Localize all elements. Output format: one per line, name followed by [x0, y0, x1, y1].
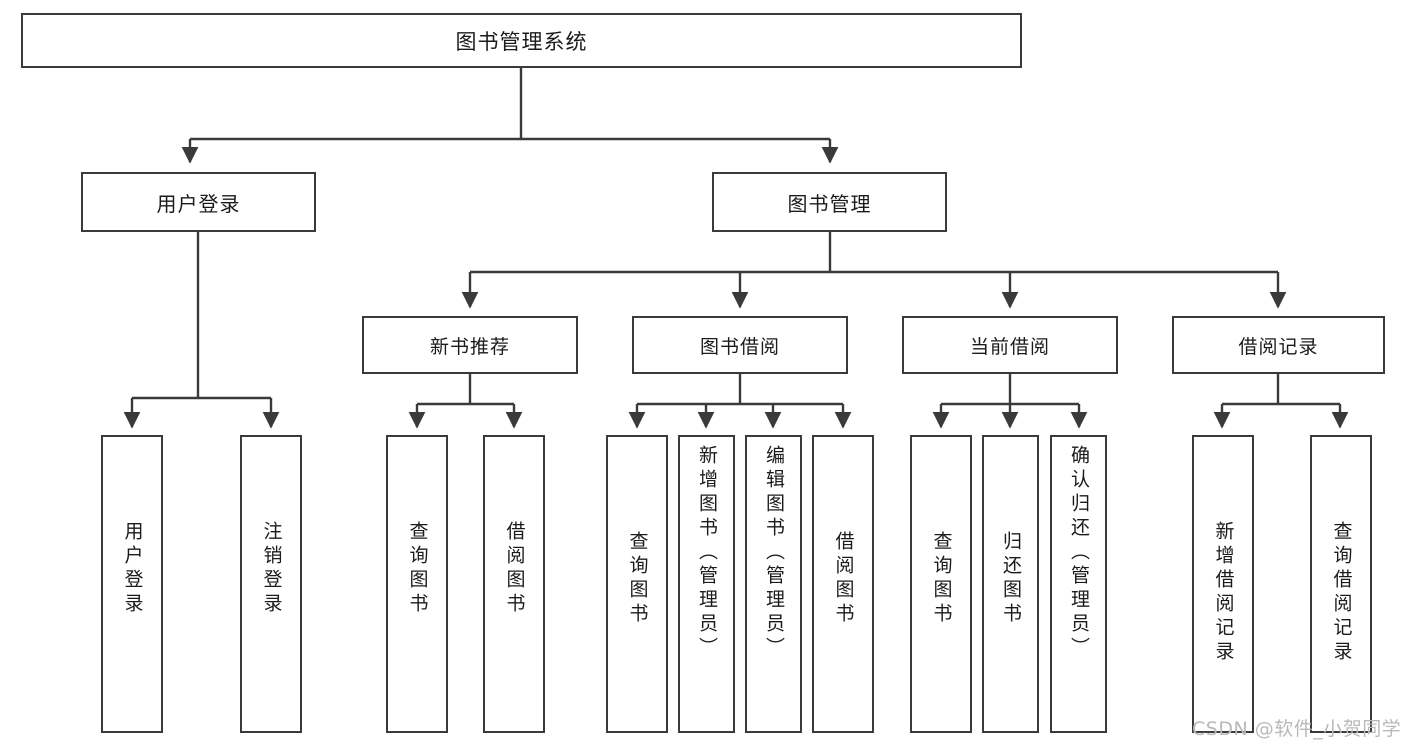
node-label: 图书管理系统: [455, 29, 588, 54]
node-label: 图书管理: [787, 191, 872, 216]
leaf-query-book-borrow[interactable]: 查询图书: [606, 435, 668, 733]
leaf-add-borrow-record[interactable]: 新增借阅记录: [1192, 435, 1254, 733]
leaf-borrow-book-recommend[interactable]: 借阅图书: [483, 435, 545, 733]
node-label: 编辑图书（管理员）: [763, 445, 785, 661]
node-label: 用户登录: [121, 521, 144, 617]
node-label: 用户登录: [156, 191, 241, 216]
node-label: 查询图书: [930, 531, 953, 627]
leaf-query-borrow-record[interactable]: 查询借阅记录: [1310, 435, 1372, 733]
node-user-login[interactable]: 用户登录: [81, 172, 316, 232]
leaf-query-book-current[interactable]: 查询图书: [910, 435, 972, 733]
leaf-confirm-return-admin[interactable]: 确认归还（管理员）: [1050, 435, 1107, 733]
node-current-borrow[interactable]: 当前借阅: [902, 316, 1118, 374]
node-label: 新书推荐: [429, 335, 510, 358]
node-label: 注销登录: [260, 521, 283, 617]
node-label: 当前借阅: [969, 335, 1050, 358]
node-label: 归还图书: [1000, 531, 1022, 627]
leaf-user-login[interactable]: 用户登录: [101, 435, 163, 733]
node-label: 新增借阅记录: [1212, 521, 1235, 665]
node-label: 查询图书: [626, 531, 649, 627]
leaf-logout-login[interactable]: 注销登录: [240, 435, 302, 733]
node-book-management[interactable]: 图书管理: [712, 172, 947, 232]
node-label: 图书借阅: [699, 335, 780, 358]
node-borrow-record[interactable]: 借阅记录: [1172, 316, 1385, 374]
leaf-return-book[interactable]: 归还图书: [982, 435, 1039, 733]
csdn-watermark: CSDN @软件_小贺同学: [1192, 718, 1402, 740]
node-label: 查询借阅记录: [1330, 521, 1353, 665]
leaf-borrow-book[interactable]: 借阅图书: [812, 435, 874, 733]
node-book-borrow[interactable]: 图书借阅: [632, 316, 848, 374]
node-label: 借阅图书: [832, 531, 855, 627]
node-label: 借阅记录: [1238, 335, 1319, 358]
node-label: 确认归还（管理员）: [1068, 445, 1090, 661]
node-label: 借阅图书: [503, 521, 526, 617]
leaf-add-book-admin[interactable]: 新增图书（管理员）: [678, 435, 735, 733]
node-root-system[interactable]: 图书管理系统: [21, 13, 1022, 68]
node-label: 新增图书（管理员）: [696, 445, 718, 661]
leaf-query-book-recommend[interactable]: 查询图书: [386, 435, 448, 733]
node-label: 查询图书: [406, 521, 429, 617]
leaf-edit-book-admin[interactable]: 编辑图书（管理员）: [745, 435, 802, 733]
node-new-book-recommend[interactable]: 新书推荐: [362, 316, 578, 374]
